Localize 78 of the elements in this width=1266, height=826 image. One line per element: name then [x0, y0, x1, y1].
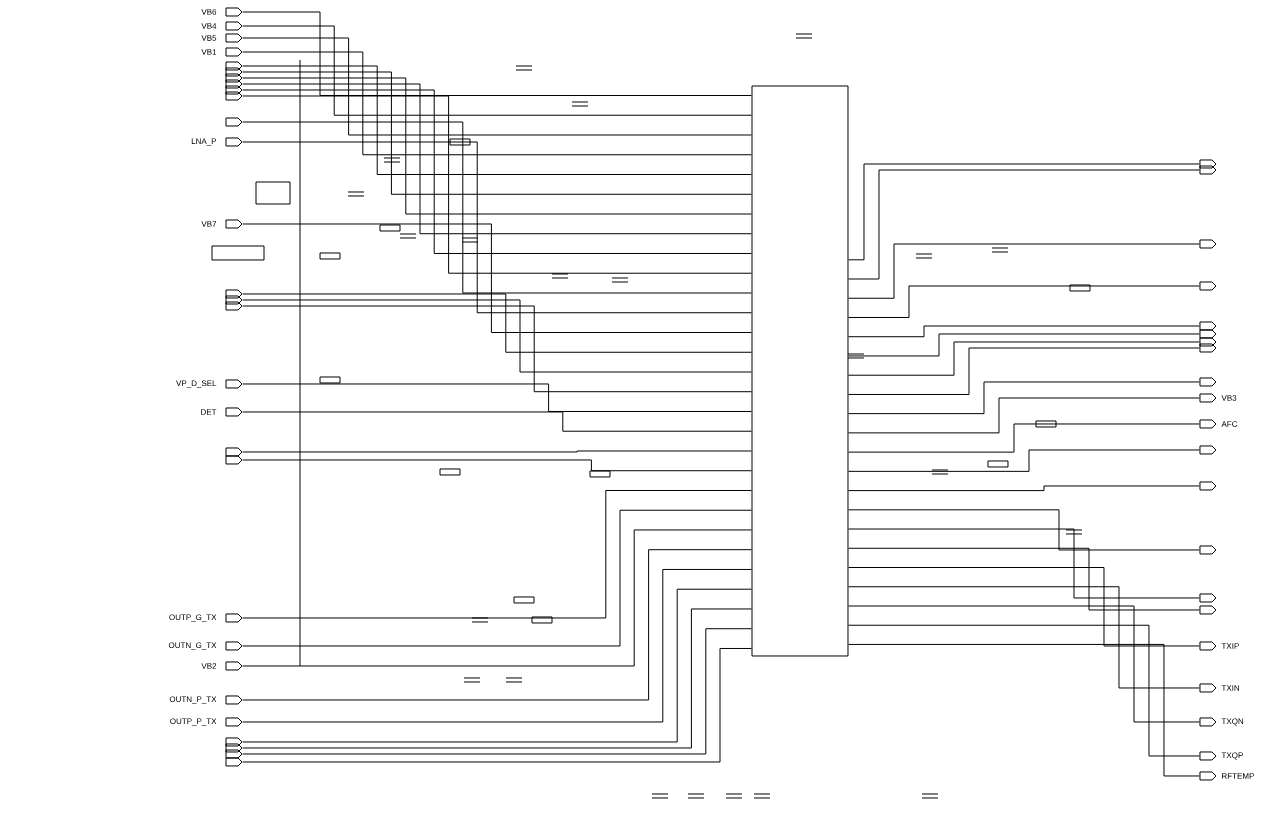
port-symbol — [225, 455, 243, 465]
wire — [242, 37, 752, 136]
port-symbol — [1199, 337, 1217, 347]
wire — [242, 608, 752, 749]
port-symbol — [1199, 159, 1217, 169]
port-symbol — [225, 743, 243, 753]
wire — [242, 509, 752, 647]
wire — [242, 490, 752, 619]
wire — [848, 397, 1200, 434]
port-symbol — [225, 447, 243, 457]
wire — [242, 25, 752, 116]
wire — [242, 459, 752, 472]
wire — [848, 333, 1200, 357]
port-symbol — [1199, 321, 1217, 331]
port-symbol — [1199, 481, 1217, 491]
wire — [848, 325, 1200, 338]
wire — [848, 586, 1200, 689]
wire — [242, 588, 752, 743]
wire — [242, 450, 752, 453]
port-symbol — [225, 117, 243, 127]
wire — [848, 449, 1200, 472]
wire — [848, 163, 1200, 261]
wire — [848, 381, 1200, 415]
wire — [848, 243, 1200, 299]
port-symbol — [225, 301, 243, 311]
port-symbol — [1199, 605, 1217, 615]
wire — [242, 77, 752, 215]
wire — [848, 347, 1200, 395]
wire — [242, 549, 752, 701]
port-symbol — [1199, 165, 1217, 175]
port-symbol — [1199, 329, 1217, 339]
port-symbol — [225, 757, 243, 767]
wire — [242, 299, 752, 373]
wire — [242, 11, 752, 96]
wire — [848, 624, 1200, 757]
port-symbol — [225, 61, 243, 71]
wire — [848, 341, 1200, 376]
wire — [242, 568, 752, 723]
port-symbol — [225, 289, 243, 299]
port-symbol — [225, 91, 243, 101]
wire — [848, 528, 1200, 599]
port-symbol — [225, 67, 243, 77]
wire — [848, 567, 1200, 647]
wire — [848, 485, 1200, 492]
chip-box — [751, 85, 849, 657]
wire — [242, 648, 752, 763]
port-symbol — [1199, 343, 1217, 353]
wire — [242, 383, 752, 412]
port-symbol — [1199, 239, 1217, 249]
wire — [242, 223, 752, 333]
wire — [242, 71, 752, 195]
wire — [242, 141, 752, 314]
port-symbol — [1199, 445, 1217, 455]
port-symbol — [225, 749, 243, 759]
wire — [242, 65, 752, 175]
wire — [848, 547, 1200, 611]
wire — [848, 169, 1200, 280]
wire — [848, 285, 1200, 318]
wire — [848, 509, 1200, 551]
port-symbol — [225, 737, 243, 747]
wire — [848, 643, 1200, 777]
wire — [242, 628, 752, 755]
port-symbol — [1199, 377, 1217, 387]
port-symbol — [1199, 281, 1217, 291]
port-symbol — [225, 73, 243, 83]
port-symbol — [1199, 593, 1217, 603]
port-symbol — [1199, 545, 1217, 555]
wire — [848, 423, 1200, 453]
port-symbol — [225, 79, 243, 89]
wire — [242, 293, 752, 353]
wire — [242, 51, 752, 156]
wire — [242, 529, 752, 667]
wire — [848, 605, 1200, 723]
port-symbol — [225, 295, 243, 305]
wire — [242, 305, 752, 393]
wire — [242, 411, 752, 432]
port-symbol — [225, 85, 243, 95]
wire — [242, 121, 752, 294]
